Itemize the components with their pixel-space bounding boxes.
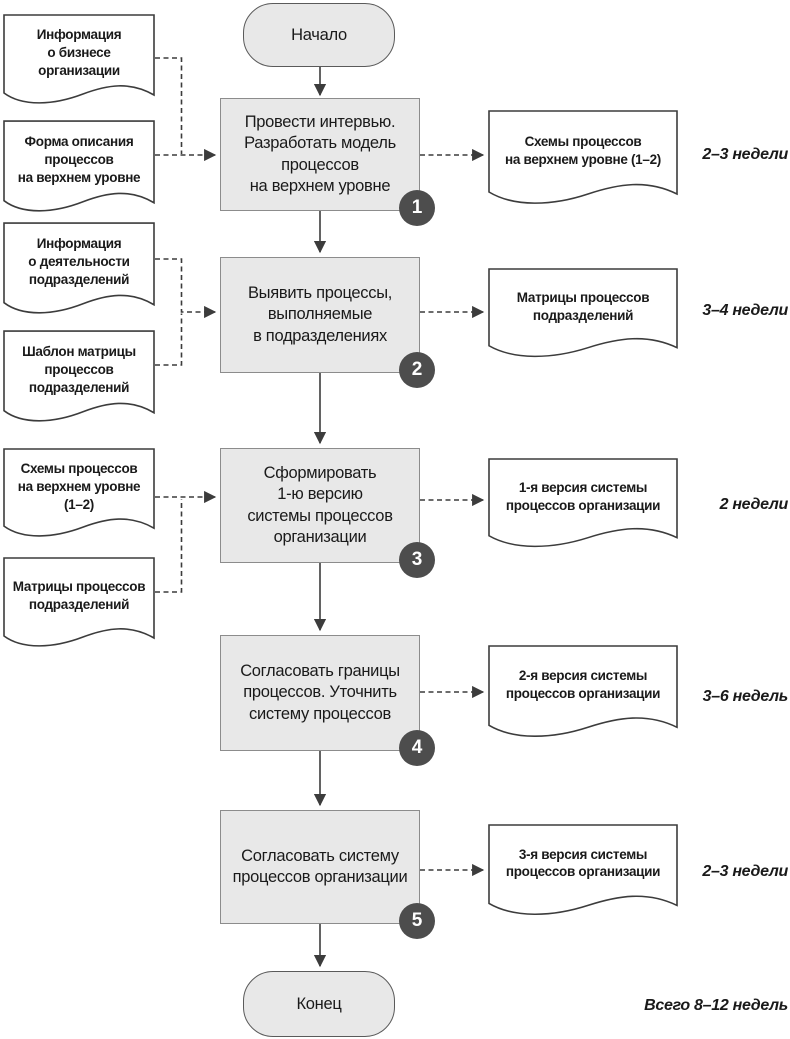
input-document: Схемы процессов на верхнем уровне (1–2) [3,448,155,540]
duration-label: 3–6 недель [702,688,789,705]
document-shape [3,557,155,647]
connector-input3-arrow [155,258,217,319]
document-label: 2-я версия системы процессов организации [505,668,661,701]
output-document: Матрицы процессов подразделений [488,268,678,360]
process-step-2: Выявить процессы, выполняемые в подразде… [220,257,435,388]
document-shape [488,268,678,358]
document-shape [488,110,678,204]
connector-input6 [155,499,183,593]
document-label: Схемы процессов на верхнем уровне (1–2) [505,133,661,167]
duration-label: 2 недели [719,496,789,513]
document-label: Информация о деятельности подразделений [28,236,130,287]
document-label: 3-я версия системы процессов организации [505,846,661,880]
document-shape [3,14,155,104]
input-document: Информация о деятельности подразделений [3,222,155,317]
process-step-5: Согласовать систему процессов организаци… [220,810,435,939]
step-label: Согласовать систему процессов организаци… [232,846,408,886]
document-shape [3,330,155,422]
process-step-4: Согласовать границы процессов. Уточнить … [220,635,435,766]
end-label: Конец [296,994,342,1013]
duration-label: 3–4 недели [702,302,788,319]
connector-input4 [155,313,183,366]
document-label: Матрицы процессов подразделений [516,289,650,323]
output-document: Схемы процессов на верхнем уровне (1–2) [488,110,678,207]
process-step-1: Провести интервью. Разработать модель пр… [220,98,435,226]
output-document: 1-я версия системы процессов организации [488,458,678,550]
document-shape [488,824,678,915]
step-number-badge: 4 [399,730,435,766]
document-label: 1-я версия системы процессов организации [505,479,661,513]
total-duration-label: Всего 8–12 недель [644,997,788,1014]
end-terminator: Конец [243,971,395,1037]
start-terminator: Начало [243,3,395,67]
document-label: Матрицы процессов подразделений [12,579,146,613]
output-document: 3-я версия системы процессов организации [488,824,678,918]
document-shape [488,458,678,548]
step-label: Провести интервью. Разработать модель пр… [244,113,396,195]
duration-label: 2–3 недели [702,146,788,163]
step-number-badge: 1 [399,190,435,226]
step-label: Согласовать границы процессов. Уточнить … [240,662,400,723]
document-shape [3,222,155,314]
step-label: Сформировать 1-ю версию системы процессо… [247,464,393,546]
duration-label: 2–3 недели [702,863,788,880]
input-document: Шаблон матрицы процессов подразделений [3,330,155,425]
document-label: Шаблон матрицы процессов подразделений [22,344,136,395]
document-shape [488,645,678,737]
process-step-3: Сформировать 1-ю версию системы процессо… [220,448,435,578]
input-document: Информация о бизнесе организации [3,14,155,107]
document-label: Информация о бизнесе организации [36,27,122,78]
step-number-badge: 3 [399,542,435,578]
output-document: 2-я версия системы процессов организации [488,645,678,740]
input-document: Матрицы процессов подразделений [3,557,155,650]
document-shape [3,120,155,212]
document-shape [3,448,155,537]
start-label: Начало [291,25,347,44]
step-number-badge: 2 [399,352,435,388]
document-label: Схемы процессов на верхнем уровне (1–2) [17,460,141,512]
step-number-badge: 5 [399,903,435,939]
document-label: Форма описания процессов на верхнем уров… [17,134,141,185]
step-label: Выявить процессы, выполняемые в подразде… [247,284,393,345]
input-document: Форма описания процессов на верхнем уров… [3,120,155,215]
connector-input1 [155,57,183,154]
